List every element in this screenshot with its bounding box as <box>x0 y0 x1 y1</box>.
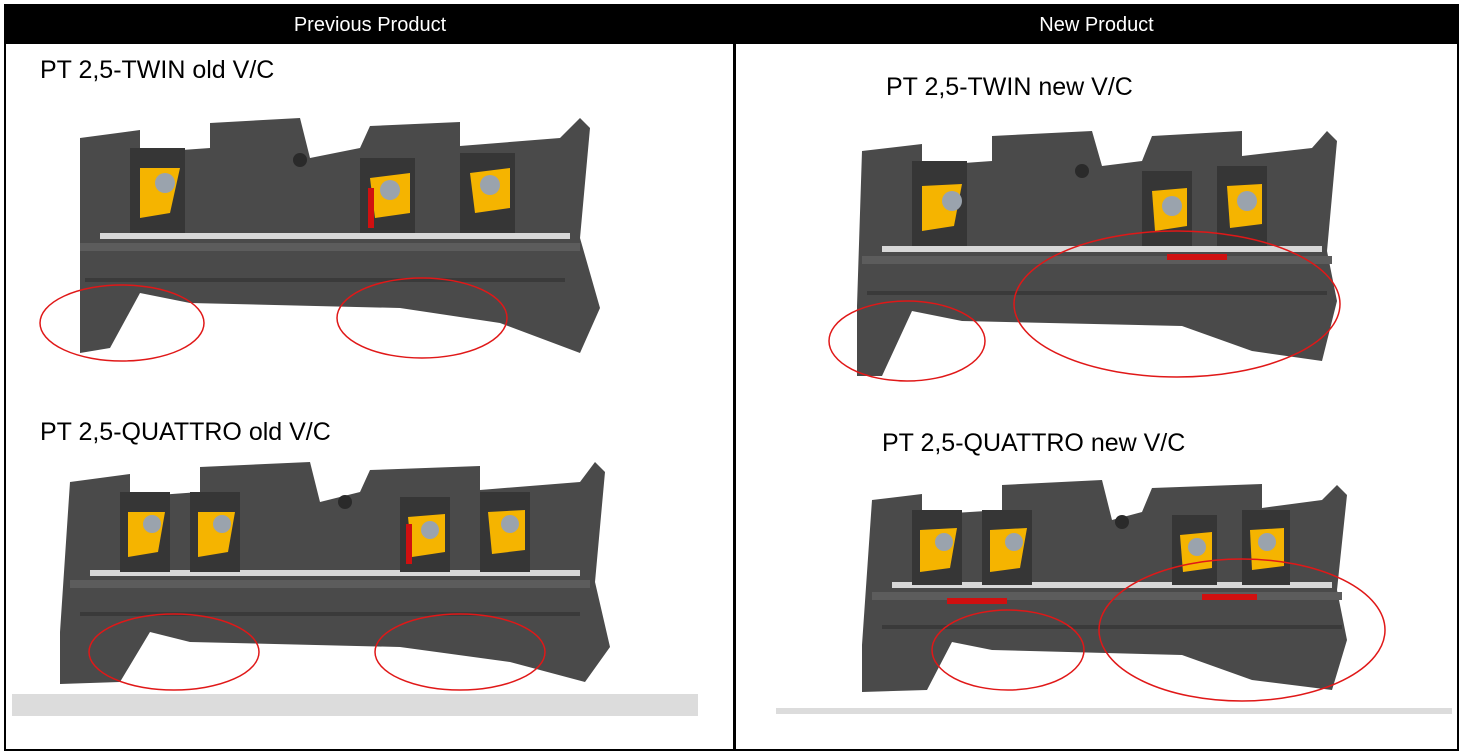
right-caption-bar <box>776 708 1452 714</box>
terminal-block-illustration <box>862 480 1347 692</box>
highlight-ellipse <box>336 277 508 359</box>
terminal-block-illustration <box>80 118 600 353</box>
terminal-block-twin-old-image <box>39 118 600 362</box>
highlight-ellipse <box>39 284 205 362</box>
label-quattro-new: PT 2,5-QUATTRO new V/C <box>882 429 1186 457</box>
highlight-ellipse <box>88 613 260 691</box>
terminal-block-quattro-new-image <box>862 480 1386 702</box>
left-caption-bar <box>12 694 698 716</box>
label-quattro-old: PT 2,5-QUATTRO old V/C <box>40 418 331 446</box>
header-new-product: New Product <box>736 6 1457 44</box>
column-divider <box>733 6 736 749</box>
header-previous-product: Previous Product <box>6 6 734 44</box>
label-twin-old: PT 2,5-TWIN old V/C <box>40 56 275 84</box>
highlight-ellipse <box>828 300 986 382</box>
terminal-block-quattro-old-image <box>60 462 610 691</box>
comparison-table: Previous Product New Product PT 2,5-TWIN… <box>4 4 1459 751</box>
highlight-ellipse <box>374 613 546 691</box>
highlight-ellipse <box>931 609 1085 691</box>
terminal-block-twin-new-image <box>828 131 1341 382</box>
terminal-block-illustration <box>857 131 1337 376</box>
highlight-ellipse <box>1098 558 1386 702</box>
terminal-block-illustration <box>60 462 610 684</box>
label-twin-new: PT 2,5-TWIN new V/C <box>886 73 1133 101</box>
highlight-ellipse <box>1013 230 1341 378</box>
